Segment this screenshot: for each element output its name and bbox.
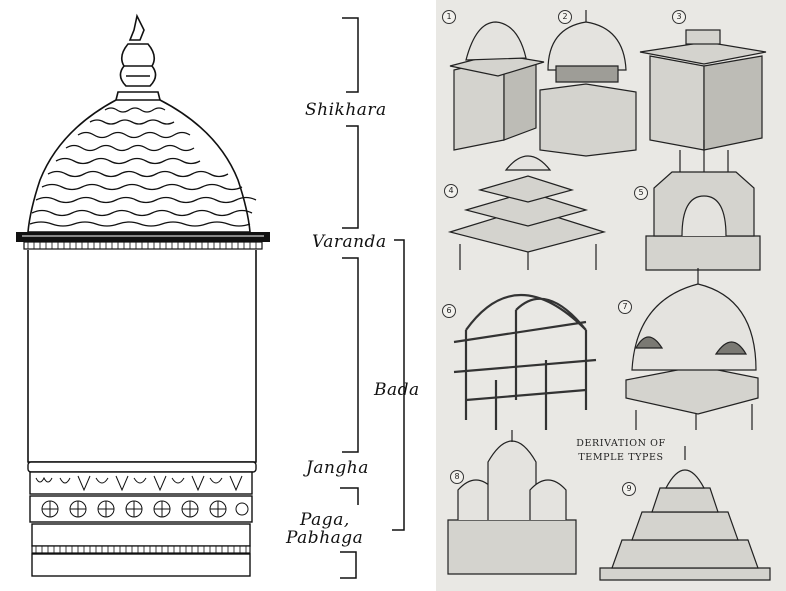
dome-bands	[29, 107, 257, 227]
figure-number-9: 9	[622, 482, 636, 496]
figure-number-2: 2	[558, 10, 572, 24]
pabhaga-band-2	[31, 553, 251, 577]
temple-derivation-plate: 1 2 3 4 5 6 7 8 9 DERIVATION OF TEMPLE T…	[436, 0, 786, 591]
figure-7-domed-pavilion	[625, 268, 759, 430]
label-pabhaga: Pabhaga	[286, 528, 364, 548]
label-varanda: Varanda	[312, 232, 387, 252]
finial	[128, 13, 145, 41]
figure-number-1: 1	[442, 10, 456, 24]
pabhaga-band-1	[31, 523, 251, 547]
section-brackets	[340, 17, 405, 579]
figure-6-bamboo-frame	[453, 294, 597, 430]
label-jangha: Jangha	[306, 458, 369, 478]
figure-number-5: 5	[634, 186, 648, 200]
figure-number-3: 3	[672, 10, 686, 24]
figure-number-6: 6	[442, 304, 456, 318]
figure-3-slab-roof	[639, 29, 767, 151]
plate-caption-line-2: TEMPLE TYPES	[578, 452, 664, 463]
label-bada: Bada	[374, 380, 420, 400]
temple-elevation-drawing	[16, 13, 405, 579]
figure-1-shallow-dome	[449, 21, 545, 151]
bada-body	[27, 250, 257, 463]
plate-caption-line-1: DERIVATION OF	[576, 438, 666, 449]
varanda-band	[16, 232, 270, 242]
figure-2-drum-dome	[539, 10, 637, 157]
figure-8-arched-facade	[447, 430, 577, 575]
jangha-band-1	[27, 461, 257, 473]
figure-5-ornate-gateway	[645, 140, 761, 271]
plate-illustrations	[447, 10, 771, 581]
label-paga: Paga,	[300, 510, 350, 530]
label-shikhara: Shikhara	[305, 100, 387, 120]
figure-4-tiered-roof	[447, 155, 607, 270]
figure-number-7: 7	[618, 300, 632, 314]
temple-elevation-panel: Shikhara Varanda Bada Jangha Paga, Pabha…	[16, 13, 420, 579]
dome-outline	[27, 99, 251, 233]
figure-9-stepped-tower	[599, 446, 771, 581]
figure-number-4: 4	[444, 184, 458, 198]
figure-number-8: 8	[450, 470, 464, 484]
